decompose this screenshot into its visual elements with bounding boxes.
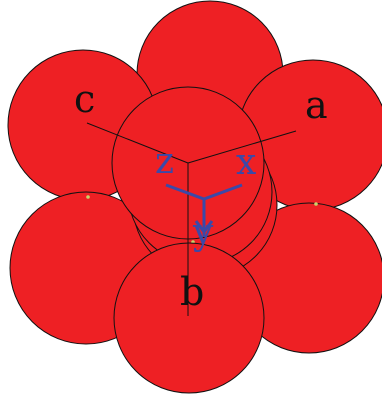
- cartesian-axis-y-tick: [194, 220, 214, 235]
- contact-dot-left: [86, 195, 90, 199]
- cartesian-axis-y-label: y: [192, 212, 214, 253]
- sphere-bottom-front: [113, 242, 265, 394]
- lattice-axis-a-label: a: [305, 83, 328, 127]
- lattice-axis-b-label: b: [180, 270, 204, 314]
- lattice-axis-c-line: [86, 122, 189, 164]
- contact-dot-right: [314, 202, 318, 206]
- lattice-axis-a-line: [187, 130, 297, 164]
- cartesian-axis-z-label: z: [155, 141, 174, 182]
- cartesian-axis-x-label: x: [236, 142, 256, 183]
- lattice-axis-c-label: c: [74, 77, 95, 121]
